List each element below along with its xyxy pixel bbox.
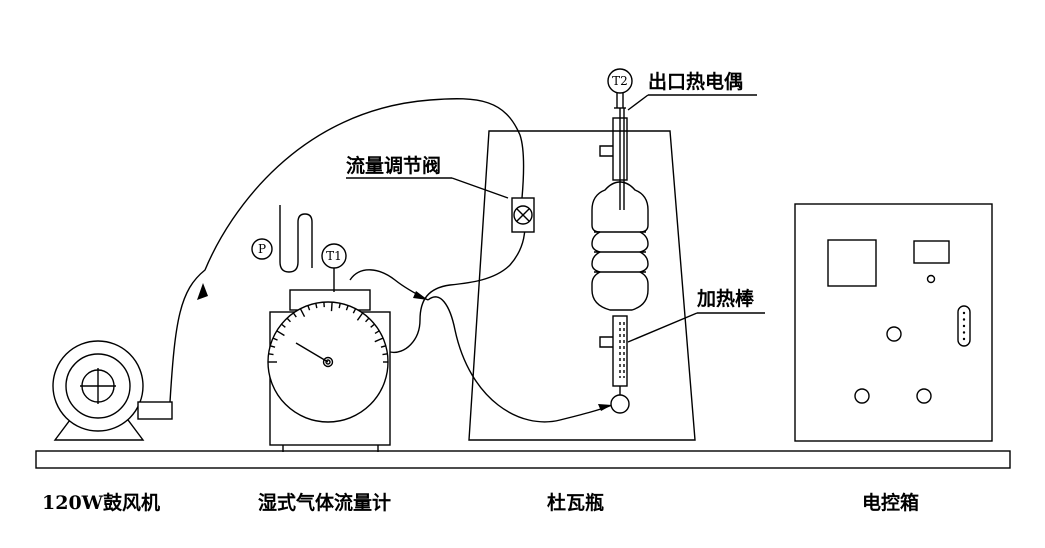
svg-text:T1: T1 — [326, 249, 342, 263]
caption-control-box: 电控箱 — [862, 491, 919, 514]
svg-text:加热棒: 加热棒 — [696, 287, 755, 310]
flow-arrow-icon — [197, 283, 208, 300]
dial-tick — [270, 345, 276, 348]
temp-marker-t2: T2 — [607, 68, 633, 109]
arrow-icon — [413, 291, 428, 300]
dial-tick — [292, 312, 297, 318]
svg-text:出口热电偶: 出口热电偶 — [648, 70, 743, 93]
dial-tick — [281, 323, 286, 328]
dial-tick — [374, 330, 380, 335]
dial-tick — [370, 323, 375, 328]
dial-tick — [382, 353, 388, 356]
connector-pin — [962, 324, 966, 328]
dial-tick — [380, 345, 386, 348]
pressure-marker: P — [251, 238, 273, 260]
dial-tick — [286, 317, 291, 323]
connector-pin — [962, 318, 966, 321]
dial-tick — [365, 317, 370, 323]
arrow-icon — [598, 404, 612, 411]
dewar-flask — [468, 130, 696, 441]
dial-tick — [330, 302, 333, 312]
dial-tick — [338, 303, 341, 309]
connector-pin — [962, 311, 966, 315]
connector-pin — [962, 331, 966, 334]
control-box — [794, 203, 993, 442]
caption-blower: 120W鼓风机 — [42, 491, 160, 514]
dial-tick — [276, 330, 285, 337]
dial-tick — [352, 308, 357, 314]
air-pipe-blower — [169, 98, 525, 403]
callout-outlet-thermocouple: 出口热电偶 — [627, 70, 757, 111]
temp-marker-t1: T1 — [321, 243, 347, 269]
dial-tick — [307, 305, 311, 311]
svg-text:流量调节阀: 流量调节阀 — [346, 154, 441, 177]
blower — [52, 340, 173, 441]
callout-flow-valve: 流量调节阀 — [346, 154, 509, 199]
callout-heating-rod: 加热棒 — [627, 287, 765, 343]
dial-tick — [356, 312, 364, 321]
dial-tick — [268, 353, 274, 356]
caption-dewar: 杜瓦瓶 — [547, 491, 604, 514]
connector-pin — [962, 337, 966, 341]
svg-text:P: P — [258, 242, 266, 256]
u-tube-manometer — [279, 205, 313, 273]
dial-tick — [374, 337, 384, 343]
gas-inlet-coil — [427, 296, 613, 423]
dial-tick — [299, 308, 306, 318]
flow-valve — [511, 197, 535, 233]
caption-gas-meter: 湿式气体流量计 — [258, 491, 391, 514]
dial-tick — [272, 337, 278, 341]
svg-text:T2: T2 — [612, 74, 628, 88]
dial-tick — [345, 305, 349, 311]
wet-gas-flow-meter — [267, 214, 526, 452]
base-platform — [35, 450, 1011, 469]
reactor-column — [591, 108, 649, 414]
dial-tick — [315, 303, 318, 309]
